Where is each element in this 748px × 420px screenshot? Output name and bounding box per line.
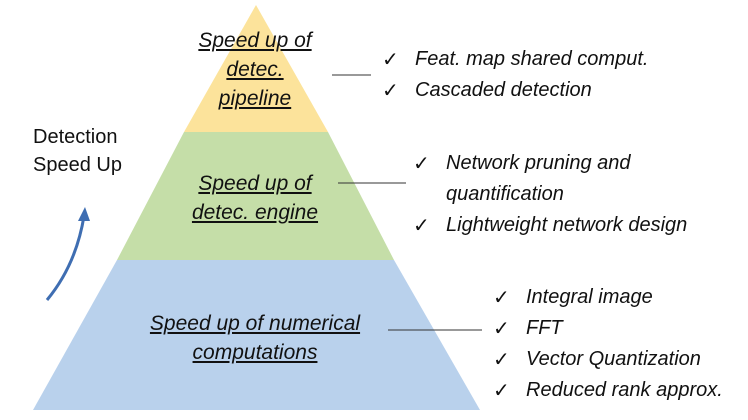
list-item: ✓Lightweight network design: [413, 210, 687, 241]
side-label-line-1: Detection: [33, 126, 118, 148]
side-label-line-2: Speed Up: [33, 154, 122, 176]
speed-up-arrowhead: [78, 207, 90, 221]
check-icon: ✓: [493, 378, 510, 402]
check-icon: ✓: [382, 78, 399, 102]
detection-speed-up-label: Detection Speed Up: [33, 123, 122, 179]
tier-label-engine: Speed up of detec. engine: [170, 169, 340, 227]
list-item: ✓FFT: [493, 313, 723, 344]
tier-label-line: computations: [192, 341, 318, 364]
engine-items: ✓Network pruning and quantification ✓Lig…: [413, 148, 687, 241]
list-item: ✓Feat. map shared comput.: [382, 44, 648, 75]
pyramid-tier-bottom: [33, 260, 480, 410]
pyramid-tier-top: [184, 5, 328, 132]
tier-label-line: Speed up of: [198, 29, 312, 52]
tier-label-line: pipeline: [218, 87, 292, 110]
list-item: quantification: [446, 183, 564, 205]
tier-label-line: Speed up of: [198, 172, 312, 195]
check-icon: ✓: [382, 47, 399, 71]
pipeline-items: ✓Feat. map shared comput. ✓Cascaded dete…: [382, 44, 648, 106]
check-icon: ✓: [493, 316, 510, 340]
check-icon: ✓: [413, 151, 430, 175]
list-item: ✓Network pruning and: [413, 148, 687, 179]
tier-label-line: Speed up of numerical: [149, 312, 361, 335]
check-icon: ✓: [493, 347, 510, 371]
tier-label-line: detec.: [226, 58, 284, 81]
numerical-items: ✓Integral image ✓FFT ✓Vector Quantizatio…: [493, 282, 723, 406]
check-icon: ✓: [493, 285, 510, 309]
check-icon: ✓: [413, 213, 430, 237]
tier-label-numerical: Speed up of numerical computations: [130, 309, 380, 367]
list-item: ✓Reduced rank approx.: [493, 375, 723, 406]
list-item: ✓Integral image: [493, 282, 723, 313]
list-item: ✓Cascaded detection: [382, 75, 648, 106]
pyramid-tier-middle: [117, 132, 394, 260]
speed-up-arrow: [45, 215, 86, 301]
tier-label-line: detec. engine: [191, 201, 319, 224]
tier-label-pipeline: Speed up of detec. pipeline: [180, 26, 330, 113]
list-item: ✓Vector Quantization: [493, 344, 723, 375]
